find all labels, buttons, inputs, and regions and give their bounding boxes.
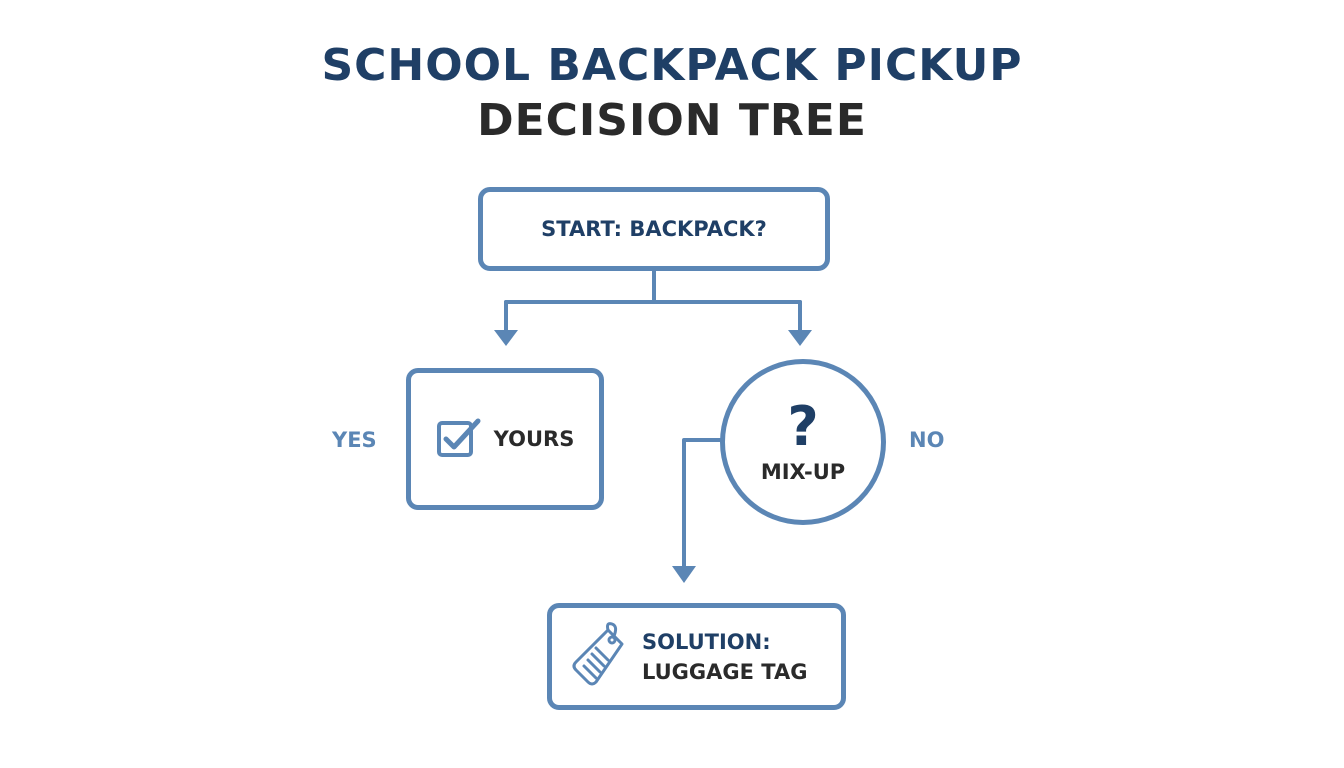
mixup-node: ? MIX-UP: [720, 359, 886, 525]
arrowhead-solution: [672, 566, 696, 583]
branch-label-no: NO: [909, 428, 945, 452]
yours-node: YOURS: [406, 368, 604, 510]
solution-node-subtitle: LUGGAGE TAG: [642, 659, 808, 684]
branch-label-yes: YES: [332, 428, 377, 452]
connector-to-solution: [682, 438, 722, 570]
checkbox-checked-icon: [436, 415, 482, 463]
start-node-label: START: BACKPACK?: [541, 217, 767, 241]
start-node: START: BACKPACK?: [478, 187, 830, 271]
mixup-node-label: MIX-UP: [760, 460, 846, 484]
yours-node-label: YOURS: [493, 427, 575, 451]
solution-node: SOLUTION: LUGGAGE TAG: [547, 603, 846, 710]
diagram-title-line2: DECISION TREE: [477, 95, 867, 146]
question-mark-icon: ?: [787, 395, 819, 458]
solution-node-title: SOLUTION:: [642, 629, 771, 654]
luggage-tag-icon: [572, 621, 628, 692]
arrowhead-yours: [494, 330, 518, 346]
arrowhead-mixup: [788, 330, 812, 346]
diagram-title-line1: SCHOOL BACKPACK PICKUP: [321, 40, 1023, 91]
